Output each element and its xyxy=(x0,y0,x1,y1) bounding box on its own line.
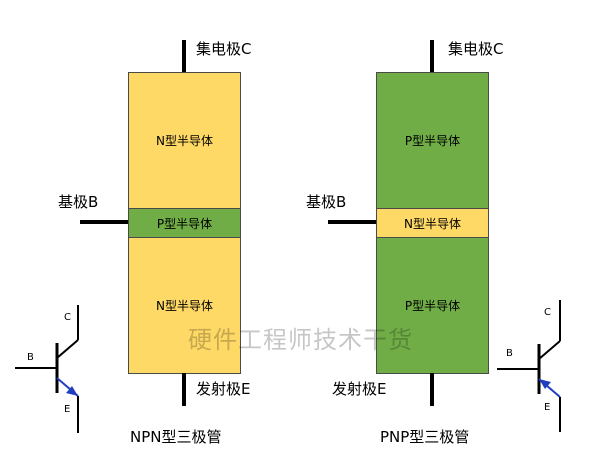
pnp-emitter-lead xyxy=(430,373,434,406)
pnp-symbol-c-label: C xyxy=(544,307,551,318)
npn-bottom-n-region: N型半导体 xyxy=(128,237,241,374)
npn-bottom-region-label: N型半导体 xyxy=(156,299,213,313)
pnp-middle-region-label: N型半导体 xyxy=(404,216,461,231)
npn-emitter-label: 发射极E xyxy=(196,380,251,398)
pnp-emitter-label: 发射极E xyxy=(332,380,387,398)
pnp-symbol-e-label: E xyxy=(544,402,551,413)
npn-middle-p-region: P型半导体 xyxy=(128,208,241,238)
npn-base-lead xyxy=(80,220,128,224)
npn-top-n-region: N型半导体 xyxy=(128,72,241,209)
npn-top-region-label: N型半导体 xyxy=(156,134,213,148)
pnp-symbol-b-label: B xyxy=(506,348,513,359)
npn-emitter-lead xyxy=(182,373,186,406)
npn-collector-lead xyxy=(182,40,186,73)
npn-symbol-e-label: E xyxy=(64,404,71,415)
pnp-base-label: 基极B xyxy=(306,193,347,211)
pnp-base-lead xyxy=(328,220,376,224)
npn-collector-label: 集电极C xyxy=(196,40,252,58)
pnp-top-p-region: P型半导体 xyxy=(376,72,489,209)
pnp-bottom-p-region: P型半导体 xyxy=(376,237,489,374)
pnp-symbol-icon xyxy=(497,300,561,432)
npn-middle-region-label: P型半导体 xyxy=(156,216,213,231)
pnp-collector-lead xyxy=(430,40,434,73)
pnp-top-region-label: P型半导体 xyxy=(404,134,461,148)
npn-caption: NPN型三极管 xyxy=(130,428,222,446)
npn-symbol-icon xyxy=(15,305,79,433)
watermark-text: 硬件工程师技术干货 xyxy=(188,326,413,354)
npn-symbol-c-label: C xyxy=(64,312,71,323)
pnp-caption: PNP型三极管 xyxy=(380,428,470,446)
npn-base-label: 基极B xyxy=(58,193,99,211)
npn-symbol-b-label: B xyxy=(27,352,34,363)
pnp-middle-n-region: N型半导体 xyxy=(376,208,489,238)
pnp-collector-label: 集电极C xyxy=(448,40,504,58)
pnp-bottom-region-label: P型半导体 xyxy=(404,299,461,313)
